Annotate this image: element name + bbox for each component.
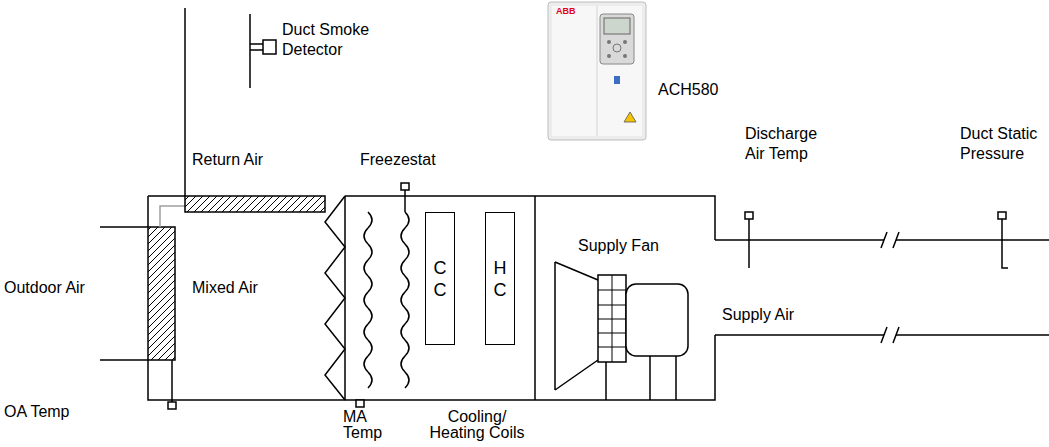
heating-coil: H C	[485, 212, 515, 345]
drive-indicator	[614, 76, 620, 84]
smoke-detector-tube	[250, 14, 263, 88]
duct-break	[881, 232, 899, 343]
fan-blades	[598, 275, 626, 362]
drive-screen	[604, 18, 630, 34]
sensor-stem	[748, 219, 750, 268]
fan-motor	[626, 284, 688, 356]
fan-inlet-cone	[555, 262, 598, 390]
return-damper	[185, 196, 325, 212]
airstream-label: Outdoor Air	[4, 278, 85, 298]
ma-temp-sensor	[356, 400, 364, 407]
section-label: Mixed Air	[192, 278, 258, 298]
sensor-stem	[404, 190, 406, 212]
cooling-coil: C C	[425, 212, 455, 345]
section-divider	[345, 196, 535, 400]
freezestat-element	[364, 212, 372, 388]
discharge-temp-sensor	[745, 212, 753, 219]
housing-outline	[148, 196, 715, 400]
freezestat-element	[401, 212, 409, 388]
sensor-label: Discharge Air Temp	[745, 124, 829, 164]
keypad-button	[607, 54, 611, 58]
drive-body	[548, 2, 646, 140]
device-label: Duct Smoke Detector	[282, 20, 382, 60]
fan-wheel	[598, 275, 626, 362]
static-pressure-sensor	[998, 212, 1006, 219]
smoke-detector-symbol	[263, 40, 276, 54]
sensor-label: MA Temp	[343, 409, 391, 441]
filter-symbol	[325, 196, 345, 400]
drive-label: ACH580	[658, 80, 718, 100]
device-label: Freezestat	[360, 150, 436, 170]
damper-linkage	[160, 206, 185, 227]
sensor-label: OA Temp	[4, 402, 70, 422]
drive-keypad	[600, 14, 634, 64]
drive-seam	[597, 6, 598, 136]
drive-front	[552, 6, 642, 136]
coil-letters: H C	[492, 257, 508, 301]
brand-logo: ABB	[556, 6, 576, 17]
supply-duct	[715, 240, 1049, 335]
warning-triangle	[624, 112, 636, 122]
keypad-button	[623, 54, 627, 58]
outdoor-damper	[148, 227, 175, 360]
sensor-stem	[171, 360, 173, 402]
section-label: Return Air	[192, 150, 263, 170]
device-label: Supply Fan	[578, 236, 659, 256]
airstream-label: Supply Air	[722, 305, 794, 325]
oa-temp-sensor	[168, 402, 176, 409]
coil-letters: C C	[432, 257, 448, 301]
outdoor-duct	[100, 227, 148, 360]
return-duct	[184, 8, 186, 196]
keypad-button	[613, 44, 621, 52]
sensor-label: Duct Static Pressure	[960, 124, 1046, 164]
keypad-button	[607, 40, 611, 44]
static-pressure-probe	[1002, 219, 1008, 268]
freezestat-sensor	[401, 183, 409, 190]
fan-stand	[606, 356, 676, 400]
component-label: Cooling/ Heating Coils	[425, 409, 529, 441]
keypad-button	[623, 40, 627, 44]
